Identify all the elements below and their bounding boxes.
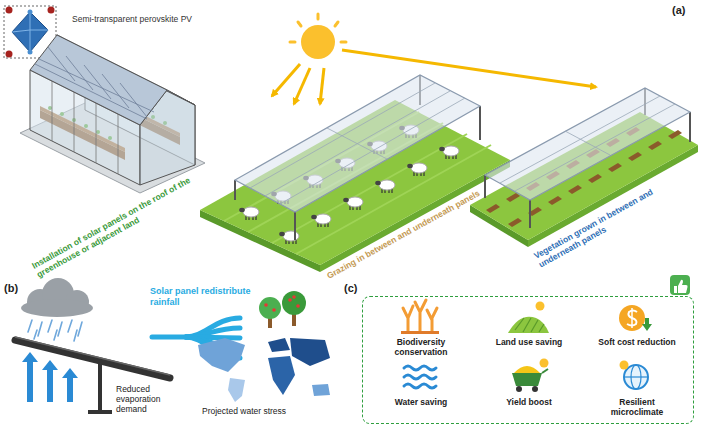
benefit-label: Biodiversity conservation [386, 337, 456, 357]
material-label: Semi-transparent perovskite PV [72, 14, 222, 24]
world-map [198, 338, 330, 402]
benefits-box: Biodiversity conservation Land use saving… [362, 296, 694, 424]
effect-label: Solar panel redistribute rainfall [150, 286, 260, 308]
panel-label: (a) [672, 4, 700, 17]
sheep [239, 207, 259, 220]
benefit-icons [401, 275, 690, 392]
map-caption: Projected water stress [200, 406, 316, 416]
sheep [375, 180, 395, 193]
sheep [407, 163, 427, 176]
sheep [279, 231, 299, 244]
sheep [311, 214, 331, 227]
benefit-label: Resilient microclimate [602, 397, 672, 417]
grazing-agrivoltaics [200, 75, 510, 272]
sheep [439, 146, 459, 159]
benefit-label: Yield boost [479, 397, 579, 407]
benefit-label: Water saving [371, 397, 471, 407]
effect-label: Reduced evaporation demand [116, 384, 178, 415]
rainfall-illustration [15, 278, 330, 412]
sheep [343, 197, 363, 210]
benefit-label: Land use saving [479, 337, 579, 347]
greenhouse [20, 35, 205, 193]
panel-label: (c) [344, 282, 368, 295]
benefit-label: Soft cost reduction [587, 337, 687, 347]
panel-label: (b) [4, 282, 28, 295]
